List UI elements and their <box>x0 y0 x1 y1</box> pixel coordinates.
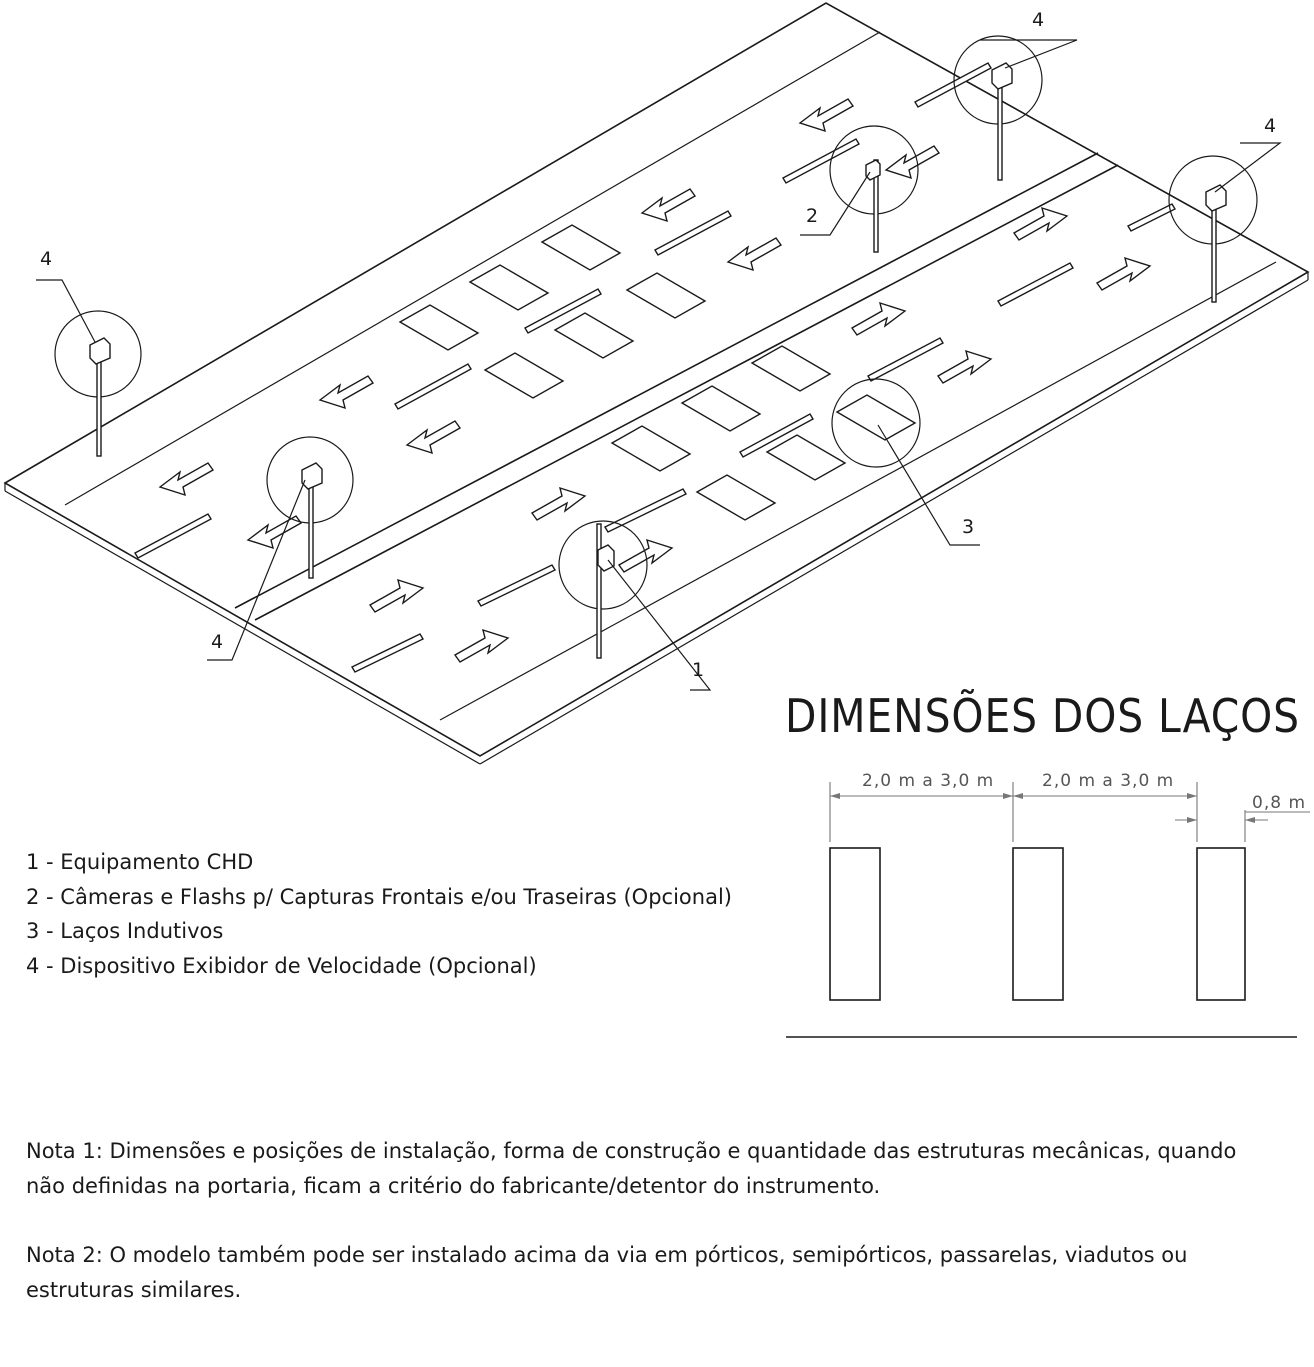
speed-display-left <box>54 310 142 457</box>
speed-display-median <box>266 436 354 579</box>
loops-section-title: DIMENSÕES DOS LAÇOS <box>785 689 1300 743</box>
notes: Nota 1: Dimensões e posições de instalaç… <box>26 1139 1236 1302</box>
chd-equipment <box>558 520 648 659</box>
dimension-spacing-1: 2,0 m a 3,0 m <box>862 771 994 791</box>
loop-rectangles <box>786 847 1297 1038</box>
callout-1: 1 <box>692 659 704 681</box>
callout-4-left: 4 <box>40 248 52 270</box>
inductive-loops-lower <box>610 345 917 521</box>
speed-display-right <box>1168 155 1258 303</box>
legend-item-2: 2 - Câmeras e Flashs p/ Capturas Frontai… <box>26 885 732 909</box>
note-1-line-1: Nota 1: Dimensões e posições de instalaç… <box>26 1139 1236 1163</box>
inductive-loop-detail <box>831 378 921 468</box>
note-1-line-2: não definidas na portaria, ficam a crité… <box>26 1174 880 1198</box>
note-2-line-1: Nota 2: O modelo também pode ser instala… <box>26 1243 1187 1267</box>
dimension-spacing-2: 2,0 m a 3,0 m <box>1042 771 1174 791</box>
direction-arrows-lower <box>368 206 1152 663</box>
speed-display-top <box>953 35 1043 181</box>
direction-arrows-upper <box>158 98 941 550</box>
dimension-loop-width: 0,8 m <box>1252 793 1306 813</box>
callout-2: 2 <box>806 205 818 227</box>
loop-dimension-lines <box>829 782 1310 842</box>
legend-item-4: 4 - Dispositivo Exibidor de Velocidade (… <box>26 954 537 978</box>
lane-dashes-upper <box>134 62 992 559</box>
lane-dashes-lower <box>351 203 1176 673</box>
road-surface <box>3 2 1310 765</box>
camera-flash-unit <box>829 125 919 253</box>
callout-leaders <box>36 39 1282 691</box>
callout-3: 3 <box>962 516 974 538</box>
inductive-loops-upper <box>398 224 707 399</box>
legend-item-1: 1 - Equipamento CHD <box>26 850 253 874</box>
note-2-line-2: estruturas similares. <box>26 1278 241 1302</box>
legend: 1 - Equipamento CHD 2 - Câmeras e Flashs… <box>26 850 732 978</box>
callout-4-top: 4 <box>1032 9 1044 31</box>
legend-item-3: 3 - Laços Indutivos <box>26 919 223 943</box>
callout-4-right: 4 <box>1264 115 1276 137</box>
callout-4-median: 4 <box>211 631 223 653</box>
